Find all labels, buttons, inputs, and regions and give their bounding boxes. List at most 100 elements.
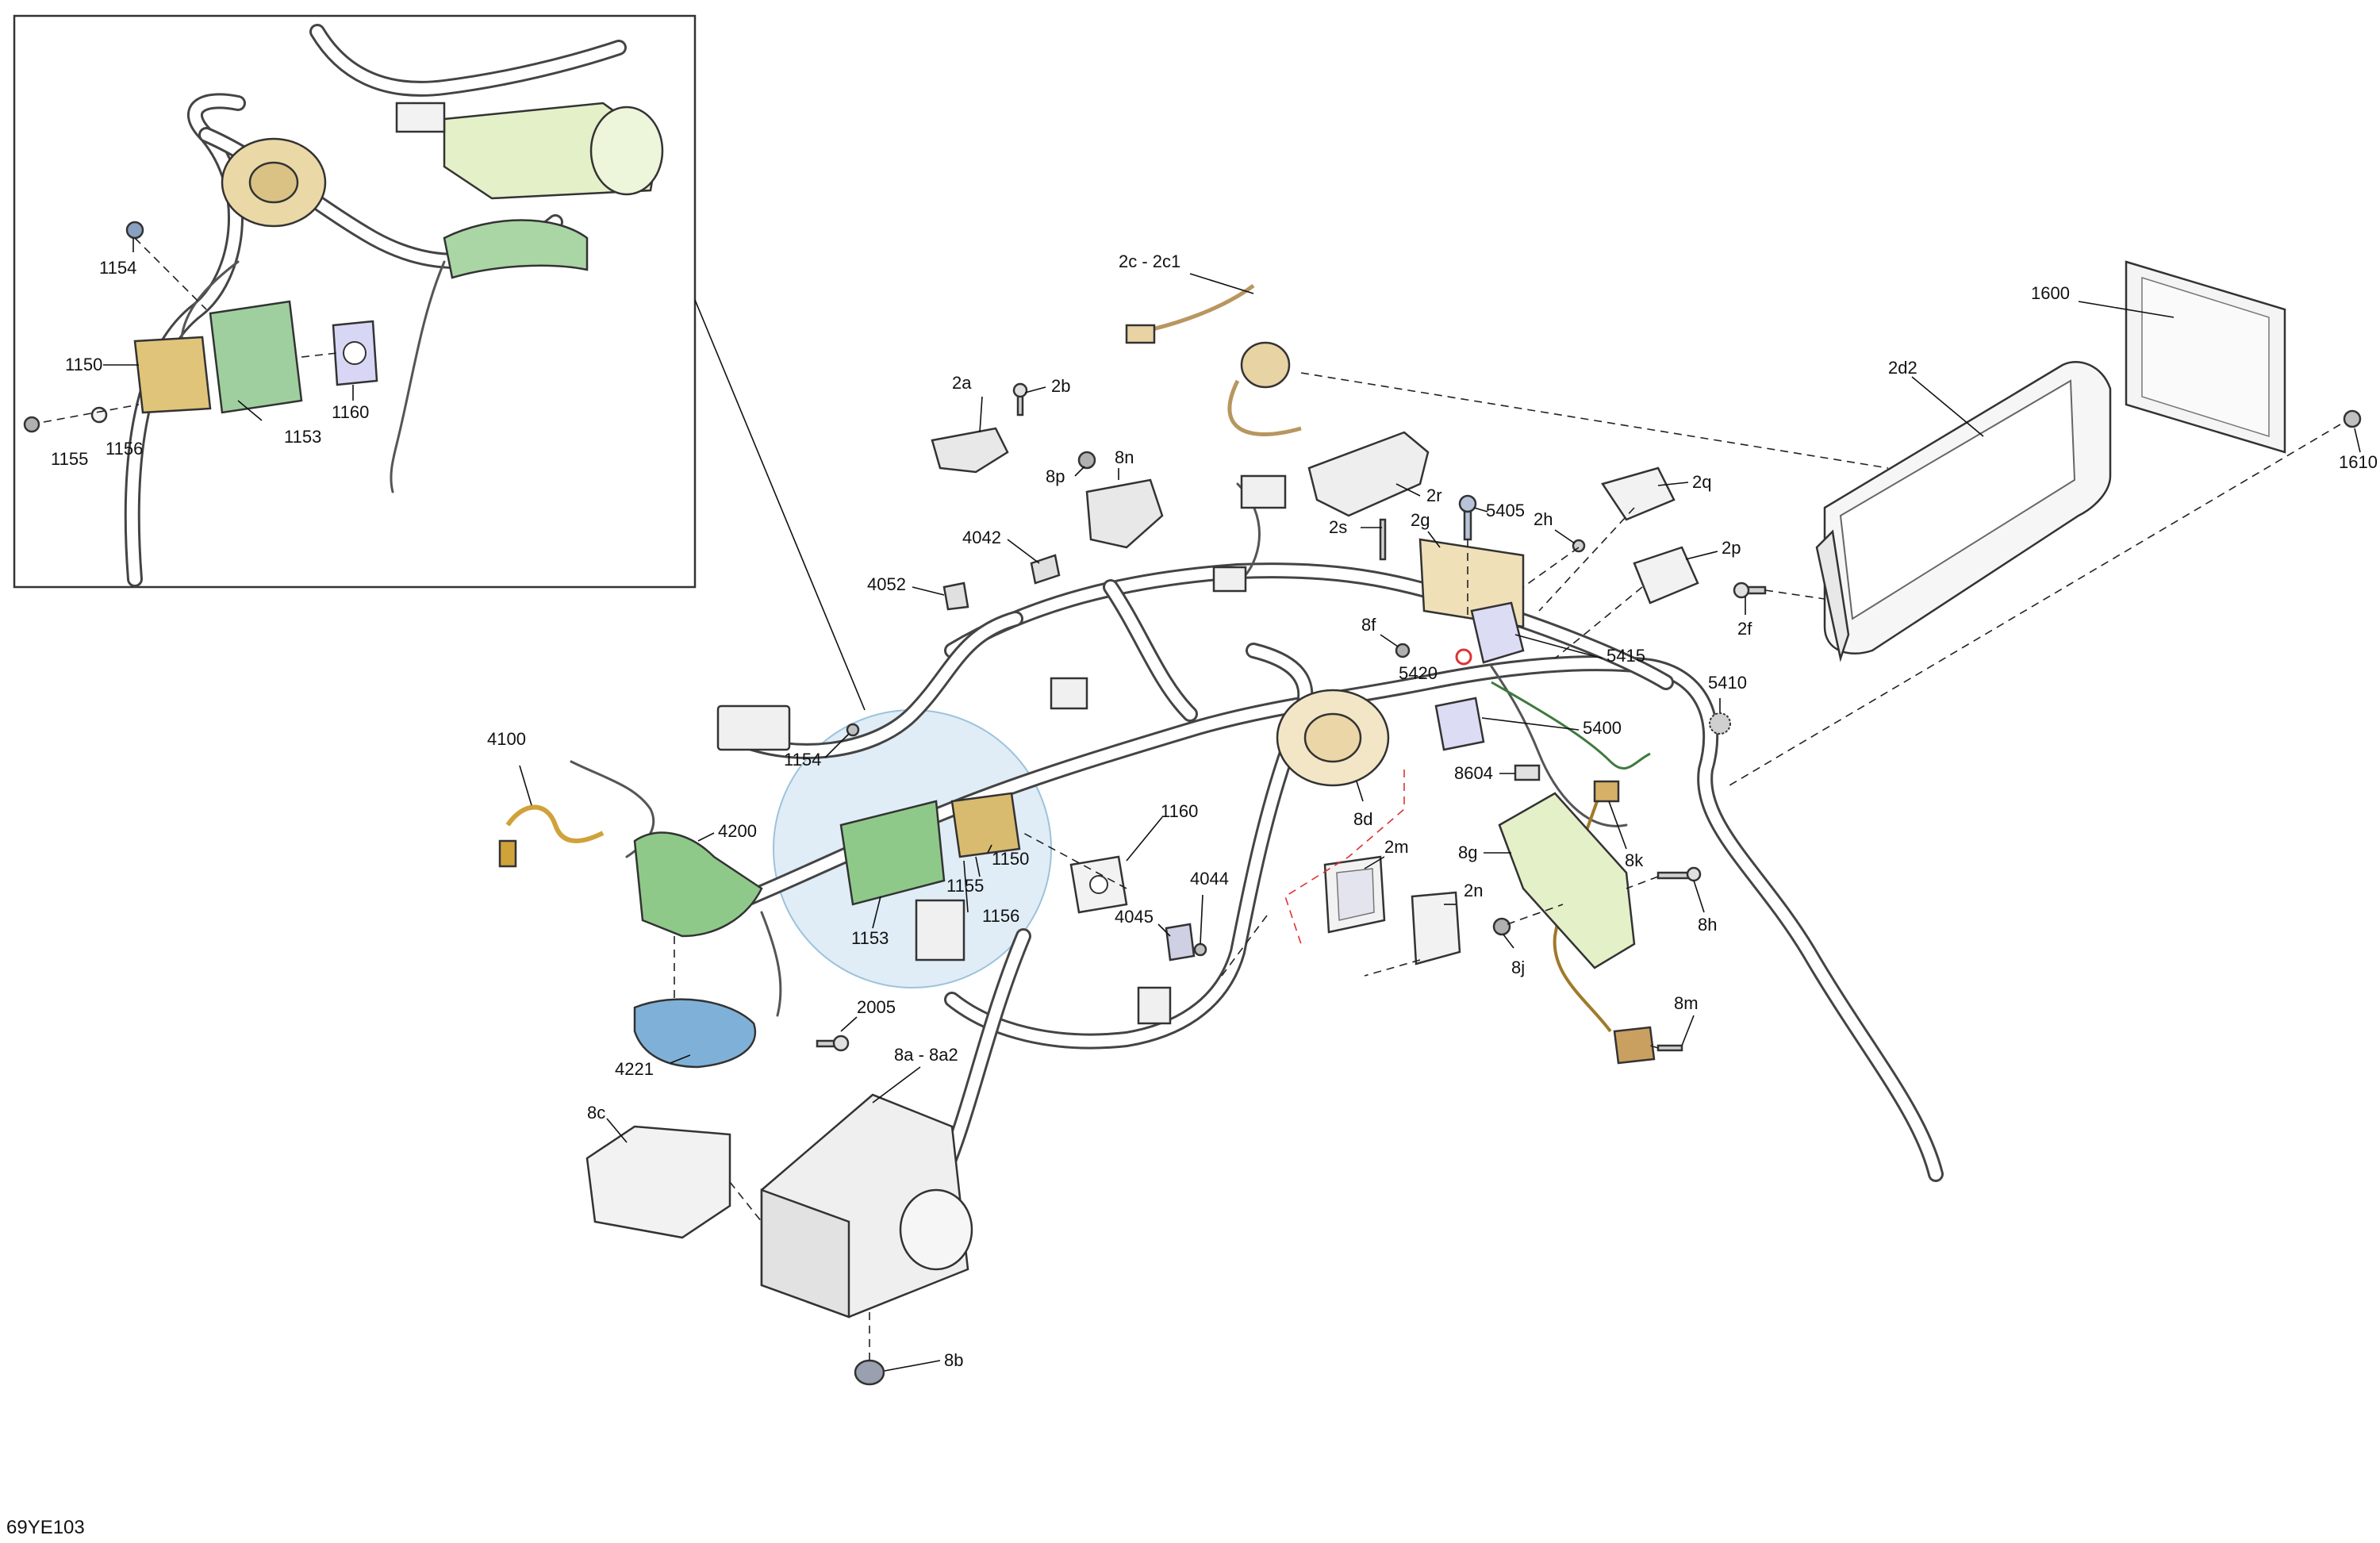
clip-4052 xyxy=(942,582,969,611)
bracket-2p xyxy=(1633,546,1699,605)
leader-8m xyxy=(1681,1015,1695,1046)
label-5400: 5400 xyxy=(1583,718,1622,738)
inset-screw-1155 xyxy=(23,416,40,433)
dash-8c xyxy=(729,1181,762,1223)
part-8c xyxy=(585,1125,731,1239)
inset-dash-bolt xyxy=(134,237,207,310)
part-2n xyxy=(1411,891,1461,965)
label-2f: 2f xyxy=(1737,619,1752,639)
dash-2n xyxy=(1364,959,1421,977)
bracket-2m-face xyxy=(1336,868,1375,921)
sensor-8n xyxy=(1085,478,1164,549)
connector-2r-left xyxy=(1240,474,1287,509)
label-2a: 2a xyxy=(952,373,972,393)
part-2f xyxy=(1733,582,1767,599)
leader-8j xyxy=(1503,934,1514,949)
part-5410 xyxy=(1709,712,1731,735)
part-5420 xyxy=(1455,648,1472,666)
horn-8d-center xyxy=(1303,712,1362,763)
leader-8f xyxy=(1380,634,1399,647)
ring-5420 xyxy=(1455,648,1472,666)
label-4221: 4221 xyxy=(615,1059,654,1079)
leader-1154 xyxy=(824,733,850,758)
bracket-4200 xyxy=(633,831,763,938)
abs-unit-side xyxy=(760,1188,850,1318)
dash-2q xyxy=(1538,507,1635,612)
screw-2h xyxy=(1572,539,1586,553)
inset-green-bracket xyxy=(443,219,589,279)
bolt-8h xyxy=(1656,871,1691,880)
label-8c: 8c xyxy=(587,1103,605,1123)
clip-4045 xyxy=(1165,923,1196,961)
inset-frame xyxy=(13,14,697,589)
screw-8m xyxy=(1656,1044,1683,1052)
leader-1150 xyxy=(987,844,992,854)
leader-2r xyxy=(1395,483,1421,497)
harness-green-wire xyxy=(1491,681,1651,770)
leader-2d2 xyxy=(1911,376,1984,437)
sensor-8m xyxy=(1613,1026,1656,1065)
label-8p: 8p xyxy=(1046,466,1065,486)
label-8h: 8h xyxy=(1698,915,1717,935)
leader-2a xyxy=(979,396,983,433)
inset-part-1153 xyxy=(209,300,303,414)
label-5420: 5420 xyxy=(1399,663,1438,683)
part-2c-2c1 xyxy=(1125,283,1302,436)
part-4045 xyxy=(1165,923,1196,961)
part-4042 xyxy=(1030,554,1061,585)
label-1600: 1600 xyxy=(2031,283,2070,303)
label-8d: 8d xyxy=(1353,809,1372,829)
leader-1610 xyxy=(2354,428,2361,453)
part-8b xyxy=(854,1359,885,1386)
connector-4045-plug xyxy=(1137,986,1172,1025)
part-4044 xyxy=(1193,942,1207,957)
leader-4100 xyxy=(519,765,532,806)
cable-4100-plug xyxy=(498,839,517,868)
part-5415 xyxy=(1470,601,1525,664)
inset-leader-1153 xyxy=(237,400,263,421)
leader-8h xyxy=(1693,880,1705,913)
part-1160-main xyxy=(1069,855,1128,914)
part-2p xyxy=(1633,546,1699,605)
inset-label-1156: 1156 xyxy=(106,439,143,459)
part-8604 xyxy=(1514,764,1541,781)
display-screen xyxy=(1839,379,2076,620)
cable-4100 xyxy=(505,804,605,843)
fuse-8604 xyxy=(1514,764,1541,781)
inset-label-1154: 1154 xyxy=(99,258,136,278)
part-2005 xyxy=(816,1034,850,1052)
part-8d xyxy=(1276,689,1390,787)
screw-2s xyxy=(1379,518,1387,561)
part-2s xyxy=(1379,518,1387,561)
inset-motor-end xyxy=(589,106,664,196)
leader-2q xyxy=(1657,482,1689,486)
part-8n xyxy=(1085,478,1164,549)
label-8a-8a2: 8a - 8a2 xyxy=(894,1045,958,1065)
figure-reference-code: 69YE103 xyxy=(6,1517,85,1538)
leader-4044 xyxy=(1200,894,1203,945)
part-2r xyxy=(1307,431,1430,517)
label-1154: 1154 xyxy=(784,750,821,770)
key-switch-body xyxy=(1240,341,1291,389)
bracket-8c xyxy=(585,1125,731,1239)
part-4200 xyxy=(633,831,763,938)
part-4052 xyxy=(942,582,969,611)
relay-5400 xyxy=(1434,697,1485,751)
inset-dash-screw xyxy=(43,404,140,423)
inset-dash-pad xyxy=(301,352,338,358)
label-1150: 1150 xyxy=(992,849,1029,869)
display-side xyxy=(1815,529,1850,662)
part-4221 xyxy=(633,998,757,1069)
part-1600 xyxy=(2125,260,2286,454)
label-2p: 2p xyxy=(1722,538,1741,558)
label-2c-2c1: 2c - 2c1 xyxy=(1119,251,1180,271)
dash-keyswitch-display xyxy=(1300,372,1889,469)
bolt-2f-head xyxy=(1733,582,1750,599)
leader-2b xyxy=(1024,386,1046,393)
connector-lower xyxy=(915,899,965,961)
leader-2c xyxy=(1189,273,1254,294)
harness-upper-fill xyxy=(946,565,1672,688)
leader-2005 xyxy=(840,1016,858,1032)
label-2d2: 2d2 xyxy=(1888,358,1917,378)
